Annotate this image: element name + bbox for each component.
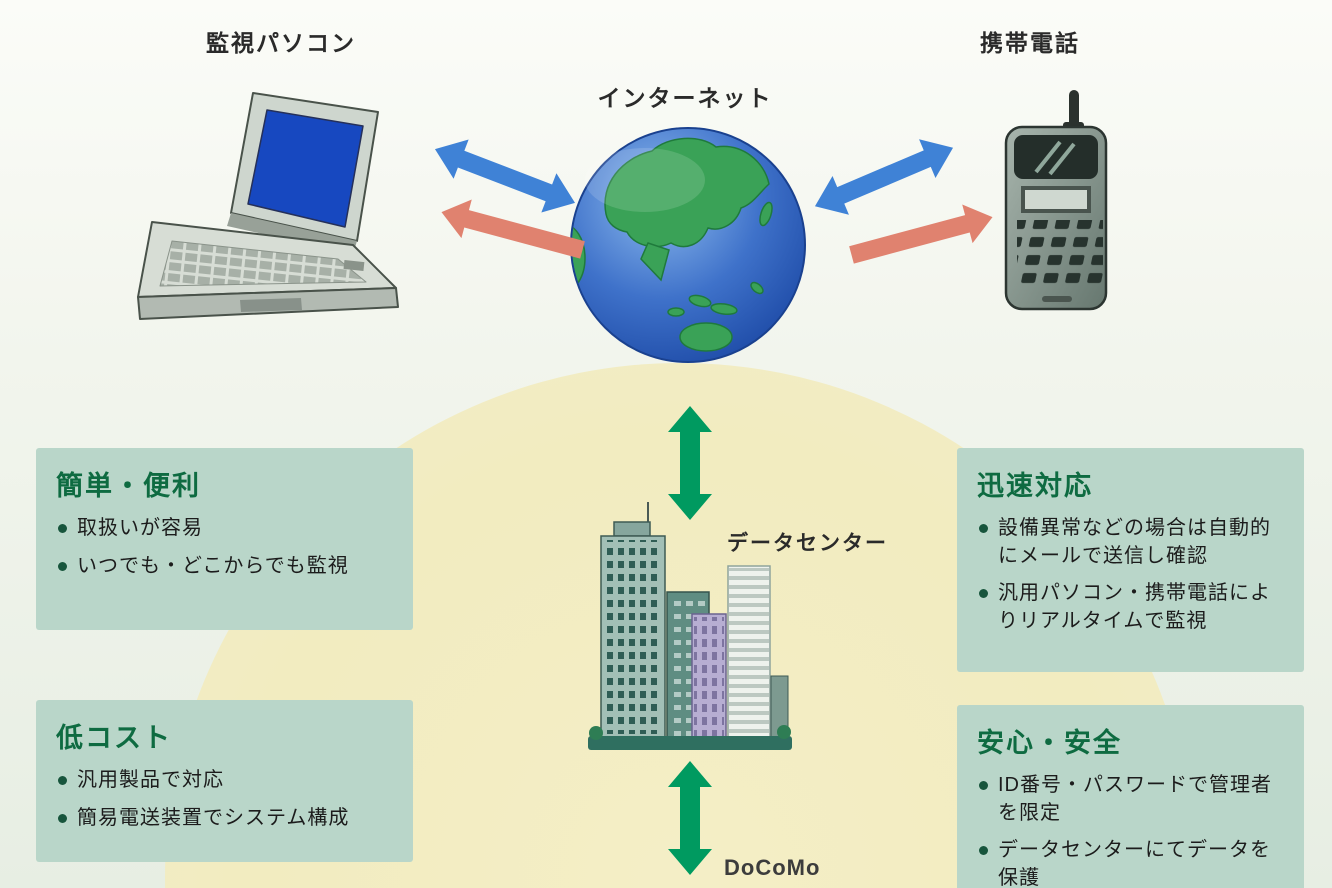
green-double-arrow-top — [668, 406, 712, 520]
internet-globe-illustration — [570, 127, 806, 363]
feature-bullet: 汎用製品で対応 — [58, 767, 393, 795]
bullet-dot — [979, 589, 988, 599]
data-center-buildings-illustration — [588, 502, 792, 750]
blue-double-arrow-right — [814, 139, 954, 215]
laptop-illustration — [137, 92, 399, 320]
network-arrows — [434, 139, 993, 875]
label-internet: インターネット — [597, 85, 773, 111]
feature-bullet-text: 汎用パソコン・携帯電話によりリアルタイムで監視 — [998, 582, 1271, 632]
bullet-dot — [979, 524, 988, 533]
feature-box-low-cost: 低コスト 汎用製品で対応 簡易電送装置でシステム構成 — [36, 700, 413, 862]
feature-bullet: いつでも・どこからでも監視 — [58, 553, 393, 581]
feature-box-quick-response: 迅速対応 設備異常などの場合は自動的にメールで送信し確認 汎用パソコン・携帯電話… — [957, 448, 1304, 672]
feature-bullet-text: 設備異常などの場合は自動的にメールで送信し確認 — [998, 517, 1271, 567]
bullet-dot — [58, 561, 67, 571]
label-docomo: DoCoMo — [724, 855, 821, 880]
feature-bullet: 取扱いが容易 — [58, 515, 393, 543]
feature-bullet-text: 汎用製品で対応 — [77, 769, 224, 791]
feature-bullet-text: 取扱いが容易 — [77, 517, 203, 539]
red-arrow-left — [441, 199, 585, 259]
feature-bullet: ID番号・パスワードで管理者を限定 — [979, 772, 1284, 827]
feature-box-title: 迅速対応 — [977, 471, 1093, 501]
label-mobile-phone: 携帯電話 — [980, 30, 1080, 56]
bullet-dot — [979, 781, 988, 790]
green-double-arrow-bottom — [668, 761, 712, 875]
label-monitor-pc: 監視パソコン — [206, 30, 356, 56]
bullet-dot — [58, 813, 67, 823]
feature-bullet: 簡易電送装置でシステム構成 — [58, 805, 393, 833]
bullet-dot — [979, 846, 988, 856]
bullet-dot — [58, 776, 67, 785]
feature-bullet-text: いつでも・どこからでも監視 — [77, 554, 349, 577]
feature-box-safe-secure: 安心・安全 ID番号・パスワードで管理者を限定 データセンターにてデータを保護 — [957, 705, 1304, 888]
feature-box-title: 簡単・便利 — [56, 471, 201, 501]
feature-bullet: 汎用パソコン・携帯電話によりリアルタイムで監視 — [979, 580, 1284, 635]
feature-bullet: データセンターにてデータを保護 — [979, 837, 1284, 888]
label-data-center: データセンター — [727, 532, 888, 555]
feature-bullet-text: データセンターにてデータを保護 — [998, 839, 1271, 888]
mobile-phone-illustration — [1004, 90, 1108, 311]
feature-bullet: 設備異常などの場合は自動的にメールで送信し確認 — [979, 515, 1284, 570]
feature-box-title: 安心・安全 — [977, 728, 1122, 758]
feature-box-easy-convenient: 簡単・便利 取扱いが容易 いつでも・どこからでも監視 — [36, 448, 413, 630]
blue-double-arrow-left — [434, 139, 576, 213]
bullet-dot — [58, 524, 67, 533]
feature-box-title: 低コスト — [56, 723, 172, 753]
red-arrow-right — [849, 204, 993, 264]
feature-bullet-text: 簡易電送装置でシステム構成 — [77, 806, 350, 829]
feature-bullet-text: ID番号・パスワードで管理者を限定 — [998, 774, 1272, 824]
